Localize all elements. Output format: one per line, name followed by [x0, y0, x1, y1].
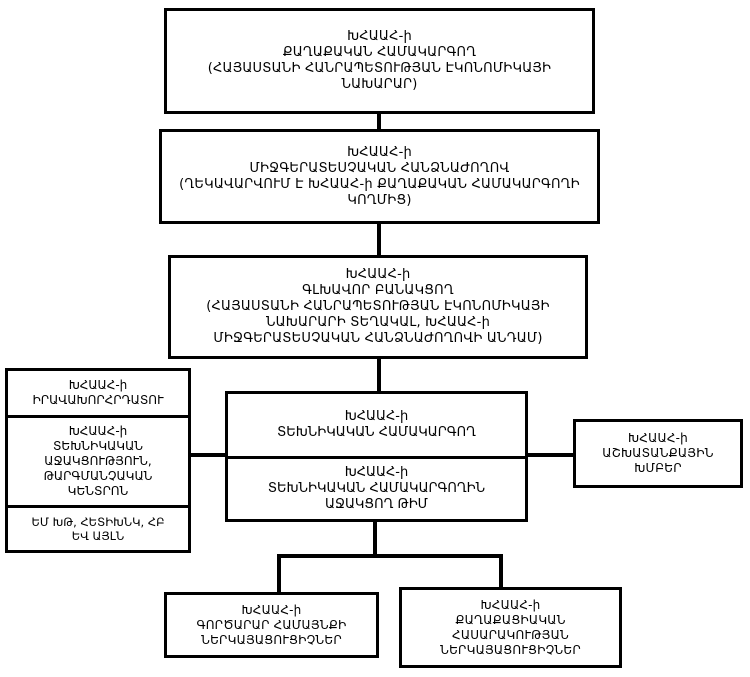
node-line: ԱՋԱԿՑՈՒԹՅՈՒՆ,	[44, 454, 152, 468]
connector-branch-to-civil-society	[499, 554, 503, 587]
node-line: ԵՄ ԽԹ, ՀԵՏԻԽՆԿ, ՀԲ	[31, 514, 165, 529]
node-line: ՆԱԽԱՐԱՐԻ ՏԵՂԱԿԱԼ, ԽՀԱԱՀ-ի	[265, 315, 491, 330]
connector-negotiator-to-technical	[377, 358, 381, 391]
node-technical-support-center[interactable]: ԽՀԱԱՀ-ի ՏԵԽՆԻԿԱԿԱՆ ԱՋԱԿՑՈՒԹՅՈՒՆ, ԹԱՐԳՄԱՆ…	[8, 415, 188, 505]
node-donors[interactable]: ԵՄ ԽԹ, ՀԵՏԻԽՆԿ, ՀԲ ԵՎ ԱՅԼՆ	[8, 505, 188, 550]
node-line: ԱՇԽԱՏԱՆՔԱՅԻՆ	[602, 446, 714, 460]
connector-center-to-working-groups	[528, 453, 573, 457]
technical-coordination-group: ԽՀԱԱՀ-ի ՏԵԽՆԻԿԱԿԱՆ ՀԱՄԱԿԱՐԳՈՂ ԽՀԱԱՀ-ի ՏԵ…	[225, 391, 528, 522]
node-line: ԱՋԱԿՑՈՂ ԹԻՄ	[325, 497, 428, 512]
node-line: ԽՄԲԵՐ	[634, 461, 682, 475]
node-line: ԹԱՐԳՄԱՆՉԱԿԱՆ	[43, 469, 153, 483]
node-line: ԽՀԱԱՀ-ի	[241, 602, 302, 617]
left-support-stack: ԽՀԱԱՀ-ի ԻՐԱՎԱԽՈՐՀՐԴԱՏՈՒ ԽՀԱԱՀ-ի ՏԵԽՆԻԿԱԿ…	[5, 368, 191, 553]
node-line: (ՀԱՅԱՍՏԱՆԻ ՀԱՆՐԱՊԵՏՈՒԹՅԱՆ ԷԿՈՆՈՄԻԿԱՅԻ	[207, 61, 552, 76]
node-line: ԿԵՆՏՐՈՆ	[67, 484, 129, 498]
node-line: ԽՀԱԱՀ-ի	[480, 597, 541, 612]
connector-left-stack-to-center	[188, 453, 228, 457]
node-line: ԽՀԱԱՀ-ի	[347, 29, 412, 44]
connector-team-to-branch-vertical	[373, 522, 377, 558]
node-line: ԽՀԱԱՀ-ի	[628, 431, 688, 445]
node-line: ԽՀԱԱՀ-ի	[344, 409, 409, 424]
node-line: ԻՐԱՎԱԽՈՐՀՐԴԱՏՈՒ	[32, 393, 164, 407]
node-line: (ՂԵԿԱՎԱՐՎՈՒՄ Է ԽՀԱԱՀ-ի ՔԱՂԱՔԱԿԱՆ ՀԱՄԱԿԱՐ…	[179, 176, 580, 192]
node-line: ՆԱԽԱՐԱՐ)	[341, 77, 418, 92]
node-line: ՆԵՐԿԱՅԱՑՈՒՑԻՉՆԵՐ	[440, 642, 581, 657]
node-line: ԳՈՐԾԱՐԱՐ ՀԱՄԱՅՆՔԻ	[196, 617, 347, 632]
node-political-coordinator[interactable]: ԽՀԱԱՀ-ի ՔԱՂԱՔԱԿԱՆ ՀԱՄԱԿԱՐԳՈՂ (ՀԱՅԱՍՏԱՆԻ …	[164, 8, 595, 114]
node-line: ԿՈՂՄԻՑ)	[347, 192, 412, 208]
node-legal-advisor[interactable]: ԽՀԱԱՀ-ի ԻՐԱՎԱԽՈՐՀՐԴԱՏՈՒ	[8, 371, 188, 415]
node-technical-support-team[interactable]: ԽՀԱԱՀ-ի ՏԵԽՆԻԿԱԿԱՆ ՀԱՄԱԿԱՐԳՈՂԻՆ ԱՋԱԿՑՈՂ …	[228, 456, 525, 519]
node-line: ՄԻՋԳԵՐԱՏԵՍՉԱԿԱՆ ՀԱՆՁՆԱԺՈՂՈՎԻ ԱՆԴԱՄ)	[213, 331, 543, 346]
node-line: (ՀԱՅԱՍՏԱՆԻ ՀԱՆՐԱՊԵՏՈՒԹՅԱՆ ԷԿՈՆՈՄԻԿԱՅԻ	[206, 299, 550, 314]
node-line: ՀԱՍԱՐԱԿՈՒԹՅԱՆ	[452, 627, 569, 642]
node-line: ՄԻՋԳԵՐԱՏԵՍՉԱԿԱՆ ՀԱՆՁՆԱԺՈՂՈՎ	[249, 160, 510, 176]
node-chief-negotiator[interactable]: ԽՀԱԱՀ-ի ԳԼԽԱՎՈՐ ԲԱՆԱԿՑՈՂ (ՀԱՅԱՍՏԱՆԻ ՀԱՆՐ…	[168, 255, 588, 359]
node-interagency-commission[interactable]: ԽՀԱԱՀ-ի ՄԻՋԳԵՐԱՏԵՍՉԱԿԱՆ ՀԱՆՁՆԱԺՈՂՈՎ (ՂԵԿ…	[159, 129, 600, 224]
node-line: ՔԱՂԱՔԱՑԻԱԿԱՆ	[455, 612, 566, 627]
node-line: ԽՀԱԱՀ-ի	[345, 267, 411, 282]
node-line: ԳԼԽԱՎՈՐ ԲԱՆԱԿՑՈՂ	[302, 283, 454, 298]
node-civil-society[interactable]: ԽՀԱԱՀ-ի ՔԱՂԱՔԱՑԻԱԿԱՆ ՀԱՍԱՐԱԿՈՒԹՅԱՆ ՆԵՐԿԱ…	[399, 587, 622, 668]
node-line: ԵՎ ԱՅԼՆ	[71, 529, 125, 543]
connector-political-to-commission	[377, 113, 381, 129]
connector-branch-to-business	[277, 554, 281, 592]
node-working-groups[interactable]: ԽՀԱԱՀ-ի ԱՇԽԱՏԱՆՔԱՅԻՆ ԽՄԲԵՐ	[573, 419, 743, 488]
node-line: ՆԵՐԿԱՅԱՑՈՒՑԻՉՆԵՐ	[201, 632, 342, 647]
node-line: ՏԵԽՆԻԿԱԿԱՆ ՀԱՄԱԿԱՐԳՈՂԻՆ	[267, 481, 486, 496]
node-line: ԽՀԱԱՀ-ի	[68, 424, 128, 438]
node-business-community[interactable]: ԽՀԱԱՀ-ի ԳՈՐԾԱՐԱՐ ՀԱՄԱՅՆՔԻ ՆԵՐԿԱՅԱՑՈՒՑԻՉՆ…	[164, 592, 379, 658]
node-line: ԽՀԱԱՀ-ի	[344, 465, 409, 480]
node-line: ԽՀԱԱՀ-ի	[68, 378, 128, 392]
node-technical-coordinator[interactable]: ԽՀԱԱՀ-ի ՏԵԽՆԻԿԱԿԱՆ ՀԱՄԱԿԱՐԳՈՂ	[228, 394, 525, 456]
node-line: ԽՀԱԱՀ-ի	[347, 144, 412, 160]
node-line: ՏԵԽՆԻԿԱԿԱՆ	[52, 439, 144, 453]
connector-commission-to-negotiator	[377, 223, 381, 255]
node-line: ՏԵԽՆԻԿԱԿԱՆ ՀԱՄԱԿԱՐԳՈՂ	[277, 425, 476, 440]
node-line: ՔԱՂԱՔԱԿԱՆ ՀԱՄԱԿԱՐԳՈՂ	[282, 45, 477, 60]
connector-branch-horizontal	[277, 554, 503, 558]
